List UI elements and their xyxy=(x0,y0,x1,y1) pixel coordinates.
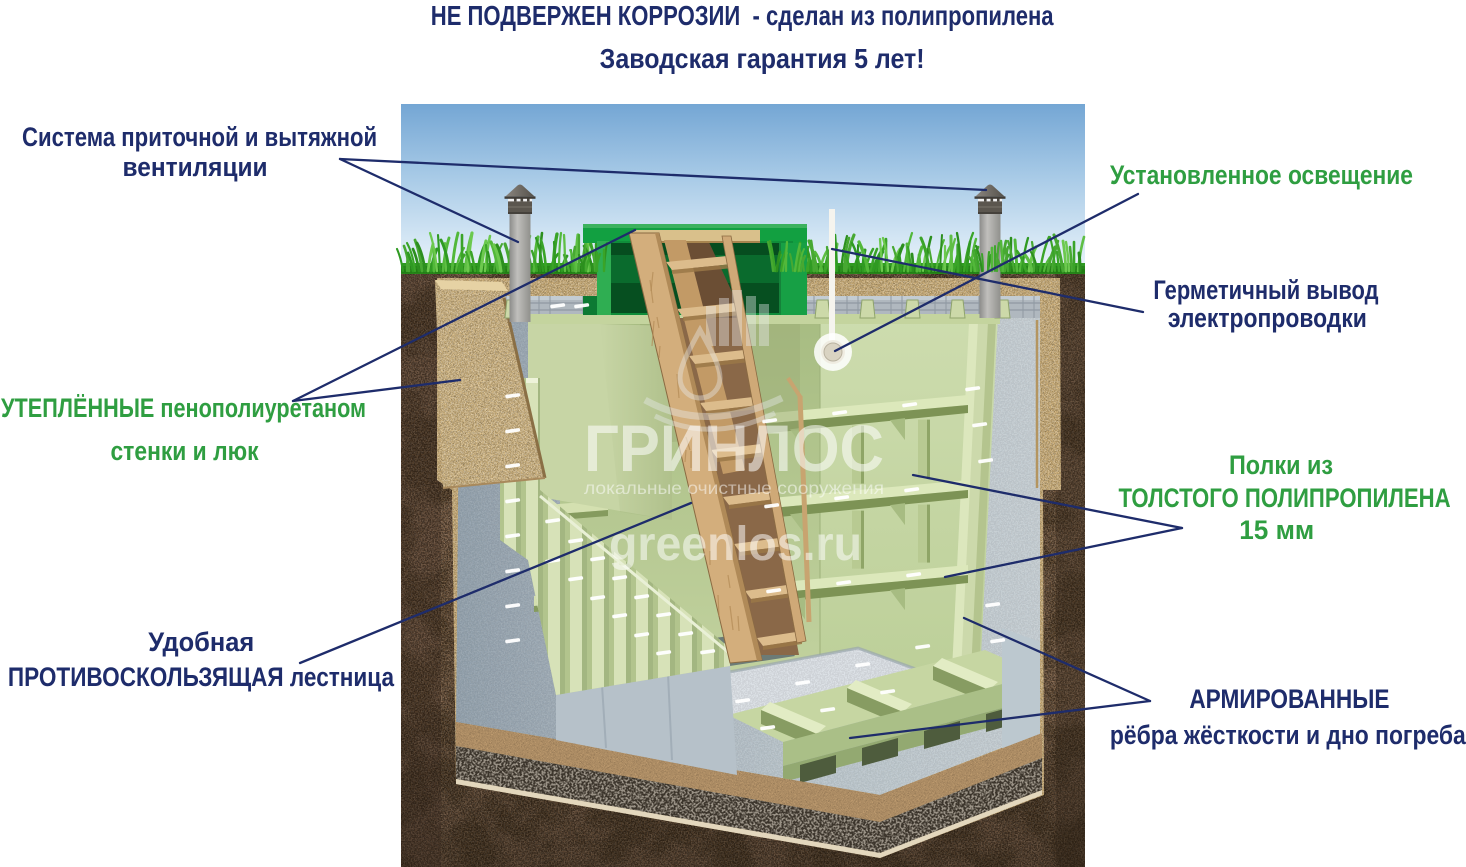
svg-text:ГРИНЛОС: ГРИНЛОС xyxy=(584,411,884,485)
svg-text:локальные очистные сооружения: локальные очистные сооружения xyxy=(584,478,884,498)
svg-text:greenlos.ru: greenlos.ru xyxy=(609,518,862,571)
